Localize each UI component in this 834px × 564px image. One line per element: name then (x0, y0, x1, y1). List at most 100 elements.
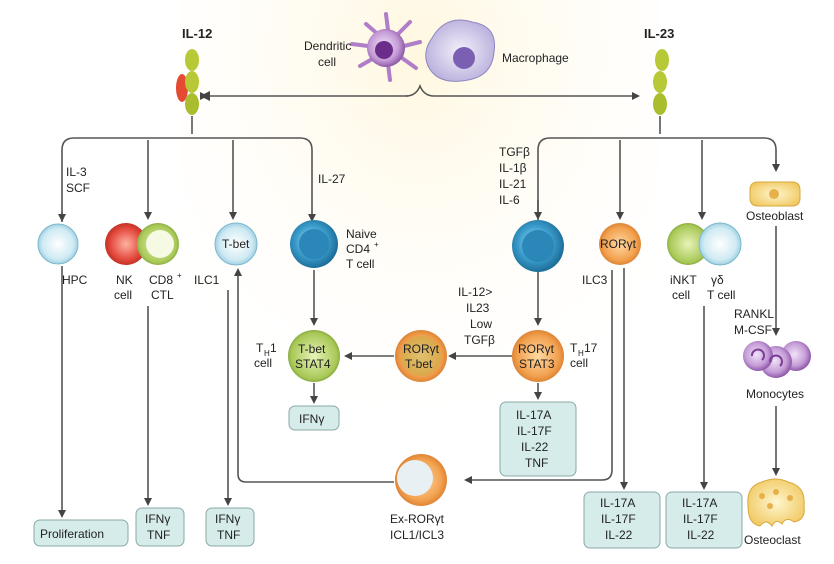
gd-label-2: T cell (707, 288, 735, 302)
th17-t: T (570, 341, 578, 355)
nk-output-box (135, 507, 185, 547)
il23-label: IL-23 (644, 26, 674, 41)
ilc3-to-exror (464, 270, 613, 484)
il6-label: IL-6 (499, 193, 520, 207)
exror-to-ilc1 (234, 268, 394, 483)
top-brace (405, 83, 435, 97)
ilc3-output-box (583, 491, 661, 549)
naive-label-2: CD4 (346, 242, 370, 256)
th17-out-4: TNF (525, 456, 548, 470)
nk-out-2: TNF (147, 528, 170, 542)
macrophage-icon (425, 19, 496, 82)
il21-label: IL-21 (499, 177, 527, 191)
il12-receptor-icon (176, 49, 199, 115)
inkt-label-2: cell (672, 288, 690, 302)
th17-sub: H (578, 349, 584, 358)
ilc1-out-1: IFNγ (215, 512, 240, 526)
nk-label-2: cell (114, 288, 132, 302)
ifng-text: IFNγ (299, 412, 324, 426)
inkt-cell-icon (667, 223, 709, 265)
th17-cell: cell (570, 356, 588, 370)
th1-num: 1 (270, 341, 277, 355)
mid-signal-4: TGFβ (464, 333, 495, 347)
th1-inner-1: T-bet (298, 342, 326, 356)
monocytes-label: Monocytes (746, 387, 804, 401)
mid-signal-3: Low (470, 317, 492, 331)
th1-t: T (256, 341, 264, 355)
th17-num: 17 (584, 341, 598, 355)
th1-cell: cell (254, 356, 272, 370)
il23-tree (537, 137, 777, 220)
il3-label: IL-3 (66, 165, 87, 179)
il23-receptor-icon (653, 49, 669, 115)
rankl-label: RANKL (734, 307, 774, 321)
th17-inner-1: RORγt (518, 342, 555, 356)
ifng-box (288, 405, 340, 431)
th1-inner-2: STAT4 (295, 357, 331, 371)
th1-cell-icon (288, 330, 340, 382)
nk-out-1: IFNγ (145, 512, 170, 526)
proliferation-box (33, 519, 129, 547)
arrowhead-left (200, 91, 210, 101)
ilc3-out-3: IL-22 (605, 528, 633, 542)
th17-cell-icon (512, 330, 564, 382)
scf-label: SCF (66, 181, 90, 195)
mid-signal-1: IL-12> (458, 285, 492, 299)
ilc3-inner: RORγt (600, 237, 637, 251)
gd-out-1: IL-17A (682, 496, 717, 510)
ctl-label: CTL (151, 288, 174, 302)
il27-label: IL-27 (318, 172, 346, 186)
cd8-label: CD8 (149, 273, 173, 287)
exror-label-2: ICL1/ICL3 (390, 528, 444, 542)
th17-inner-2: STAT3 (519, 357, 555, 371)
mcsf-label: M-CSF (734, 323, 772, 337)
gd-out-3: IL-22 (687, 528, 715, 542)
hpc-cell-icon (37, 223, 79, 265)
naive-label-3: T cell (346, 257, 374, 271)
osteoblast-label: Osteoblast (746, 209, 804, 223)
dendritic-cell-icon (350, 12, 422, 82)
mid-inner-1: RORγt (403, 342, 440, 356)
gd-output-box (665, 491, 743, 549)
tgfb-label: TGFβ (499, 145, 530, 159)
th17-out-1: IL-17A (516, 408, 551, 422)
hpc-label: HPC (62, 273, 88, 287)
naive-sup: + (374, 240, 379, 249)
nk-label-1: NK (116, 273, 133, 287)
gd-out-2: IL-17F (683, 512, 718, 526)
nk-cell-icon (105, 223, 147, 265)
ilc1-output-box (205, 507, 255, 547)
monocytes-icon (743, 341, 811, 378)
th17-out-3: IL-22 (521, 440, 549, 454)
osteoclast-label: Osteoclast (744, 533, 801, 547)
il12-label: IL-12 (182, 26, 212, 41)
macrophage-label: Macrophage (502, 51, 569, 65)
ilc1-out-2: TNF (217, 528, 240, 542)
mid-inner-2: T-bet (405, 357, 433, 371)
ilc3-out-2: IL-17F (601, 512, 636, 526)
ilc1-label: ILC1 (194, 273, 220, 287)
inkt-label-1: iNKT (670, 273, 697, 287)
mid-signal-2: IL23 (466, 301, 490, 315)
osteoblast-icon (749, 181, 801, 207)
th17-out-2: IL-17F (517, 424, 552, 438)
naive-label-1: Naive (346, 227, 377, 241)
il12-tree (61, 137, 316, 222)
gd-t-cell-icon (698, 222, 742, 266)
osteoclast-icon (747, 478, 805, 527)
il1b-label: IL-1β (499, 161, 527, 175)
ilc1-tbet: T-bet (222, 237, 250, 251)
ilc3-label: ILC3 (582, 273, 608, 287)
th17-output-box (499, 401, 577, 477)
exror-label-1: Ex-RORγt (390, 512, 445, 526)
gd-label-1: γδ (711, 273, 724, 287)
ilc3-cell-icon (599, 223, 641, 265)
ilc1-cell-icon (214, 222, 258, 266)
dendritic-label-2: cell (318, 55, 336, 69)
ilc3-out-1: IL-17A (600, 496, 635, 510)
dendritic-label: Dendritic (304, 39, 351, 53)
cd8-sup: + (177, 271, 182, 280)
th1-sub: H (264, 349, 270, 358)
proliferation-text: Proliferation (40, 527, 104, 541)
